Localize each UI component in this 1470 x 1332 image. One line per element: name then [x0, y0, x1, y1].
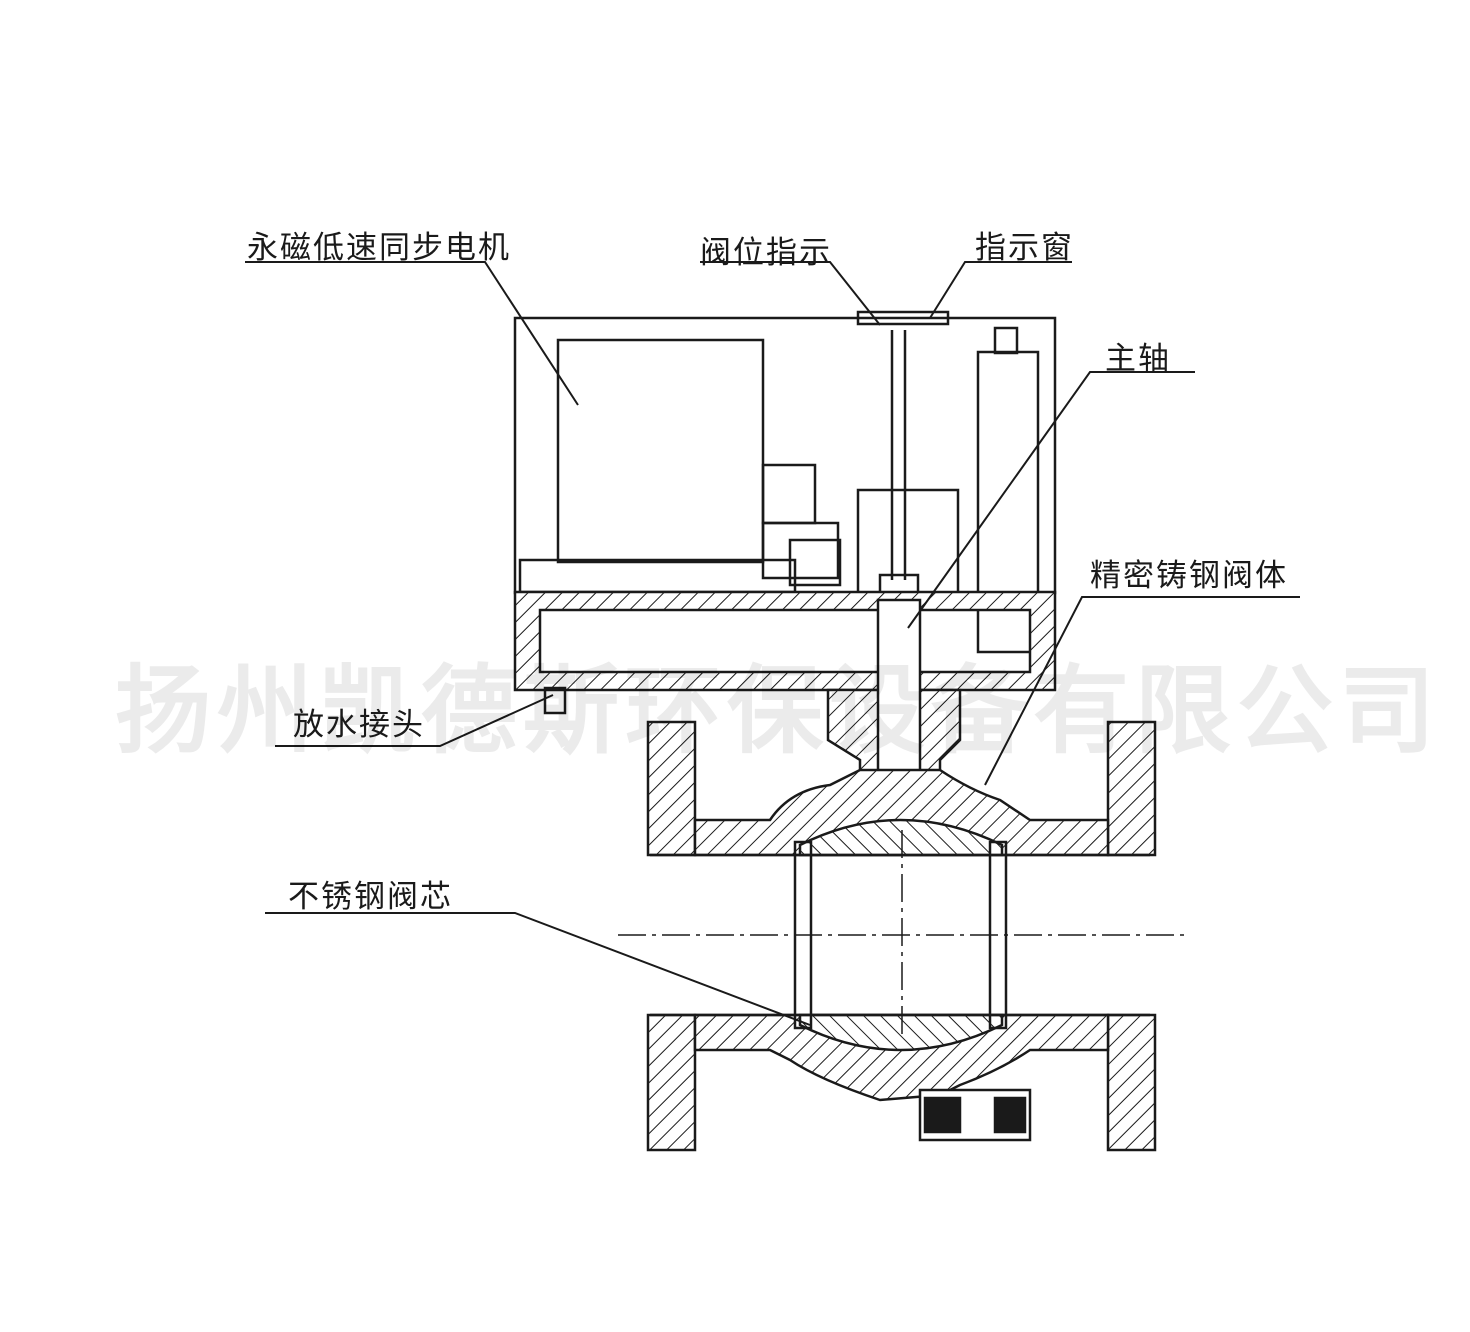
leader-cast-steel-body [984, 596, 1300, 786]
leader-motor [245, 261, 579, 406]
leader-main-shaft [907, 371, 1195, 629]
drain-fitting [543, 686, 567, 715]
coupling-block [856, 488, 960, 602]
leader-drain-fitting [275, 694, 554, 747]
label-precision-cast-steel-body: 精密铸钢阀体 [1090, 558, 1288, 594]
indicator-window-plate [856, 310, 950, 326]
label-indicator-window: 指示窗 [975, 230, 1074, 266]
label-motor: 永磁低速同步电机 [247, 230, 511, 266]
gear-block [788, 538, 842, 587]
gear-block [761, 463, 817, 525]
label-valve-position-indicator: 阀位指示 [700, 235, 832, 271]
motor-body [556, 338, 765, 564]
label-main-shaft: 主轴 [1105, 341, 1171, 377]
motor-base [518, 558, 797, 594]
right-flange [1106, 720, 1157, 857]
actuator-housing [513, 316, 1057, 595]
label-stainless-steel-core: 不锈钢阀芯 [288, 879, 453, 915]
left-flange [646, 720, 697, 857]
leader-indicator-window [929, 261, 1072, 319]
gear-block [761, 521, 840, 580]
valve-body-lower [693, 1013, 1110, 1102]
leader-valve-position [700, 261, 881, 326]
valve-body-upper [693, 768, 1110, 857]
label-drain-fitting: 放水接头 [293, 707, 425, 743]
leader-stainless-core [265, 912, 811, 1026]
ball-core-upper [798, 818, 1004, 857]
actuator-base-plate [513, 590, 1057, 692]
